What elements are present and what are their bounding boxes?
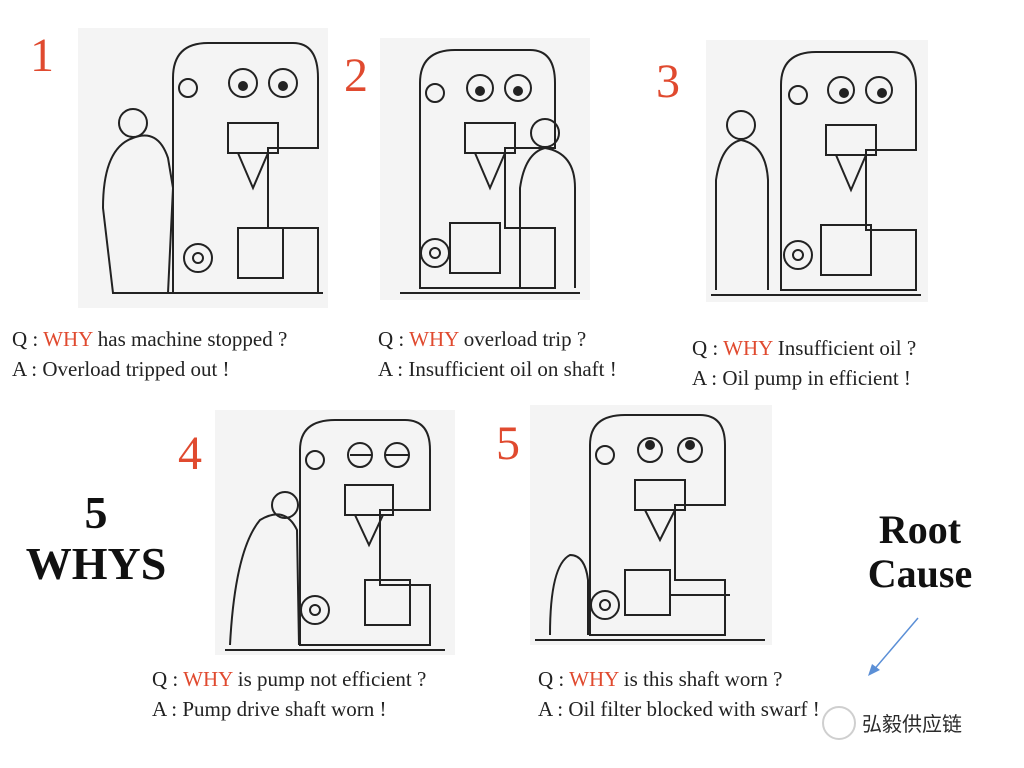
step-number-1: 1 [30,29,54,82]
step-number-5: 5 [496,417,520,470]
machine-illustration-1 [101,42,323,294]
qa-block-2: Q : WHY overload trip ? A : Insufficient… [378,324,617,384]
cartoon-panel-2 [380,38,590,300]
five-whys-title: 5 WHYS [10,487,182,589]
answer-2: A : Insufficient oil on shaft ! [378,357,617,381]
qa-block-5: Q : WHY is this shaft worn ? A : Oil fil… [538,664,820,724]
root-cause-label: Root Cause [848,508,992,596]
machine-illustration-3 [711,51,921,296]
root-cause-line1: Root [878,507,962,552]
why-keyword: WHY [723,336,773,360]
question-1: Q : WHY has machine stopped ? [12,327,288,351]
cartoon-panel-3 [706,40,928,302]
machine-illustration-5 [535,414,765,641]
answer-1: A : Overload tripped out ! [12,357,230,381]
machine-illustration-2 [400,49,580,294]
why-keyword: WHY [409,327,459,351]
cartoon-panel-5 [530,405,772,645]
arrow-icon [868,617,919,676]
title-text: WHYS [25,537,167,589]
question-5: Q : WHY is this shaft worn ? [538,667,783,691]
qa-block-1: Q : WHY has machine stopped ? A : Overlo… [12,324,287,384]
cartoon-panel-4 [215,410,455,655]
title-number: 5 [84,487,108,538]
step-number-2: 2 [344,49,368,102]
cartoon-panel-1 [78,28,328,308]
answer-4: A : Pump drive shaft worn ! [152,697,387,721]
root-cause-line2: Cause [867,551,973,596]
qa-block-3: Q : WHY Insufficient oil ? A : Oil pump … [692,333,916,393]
step-number-4: 4 [178,427,202,480]
why-keyword: WHY [569,667,619,691]
answer-3: A : Oil pump in efficient ! [692,366,911,390]
qa-block-4: Q : WHY is pump not efficient ? A : Pump… [152,664,426,724]
question-4: Q : WHY is pump not efficient ? [152,667,427,691]
step-number-3: 3 [656,55,680,108]
answer-5: A : Oil filter blocked with swarf ! [538,697,820,721]
why-keyword: WHY [43,327,93,351]
watermark-text: 弘毅供应链 [862,712,962,736]
question-2: Q : WHY overload trip ? [378,327,587,351]
question-3: Q : WHY Insufficient oil ? [692,336,917,360]
wechat-logo-icon [822,706,856,740]
why-keyword: WHY [183,667,233,691]
machine-illustration-4 [225,419,445,651]
